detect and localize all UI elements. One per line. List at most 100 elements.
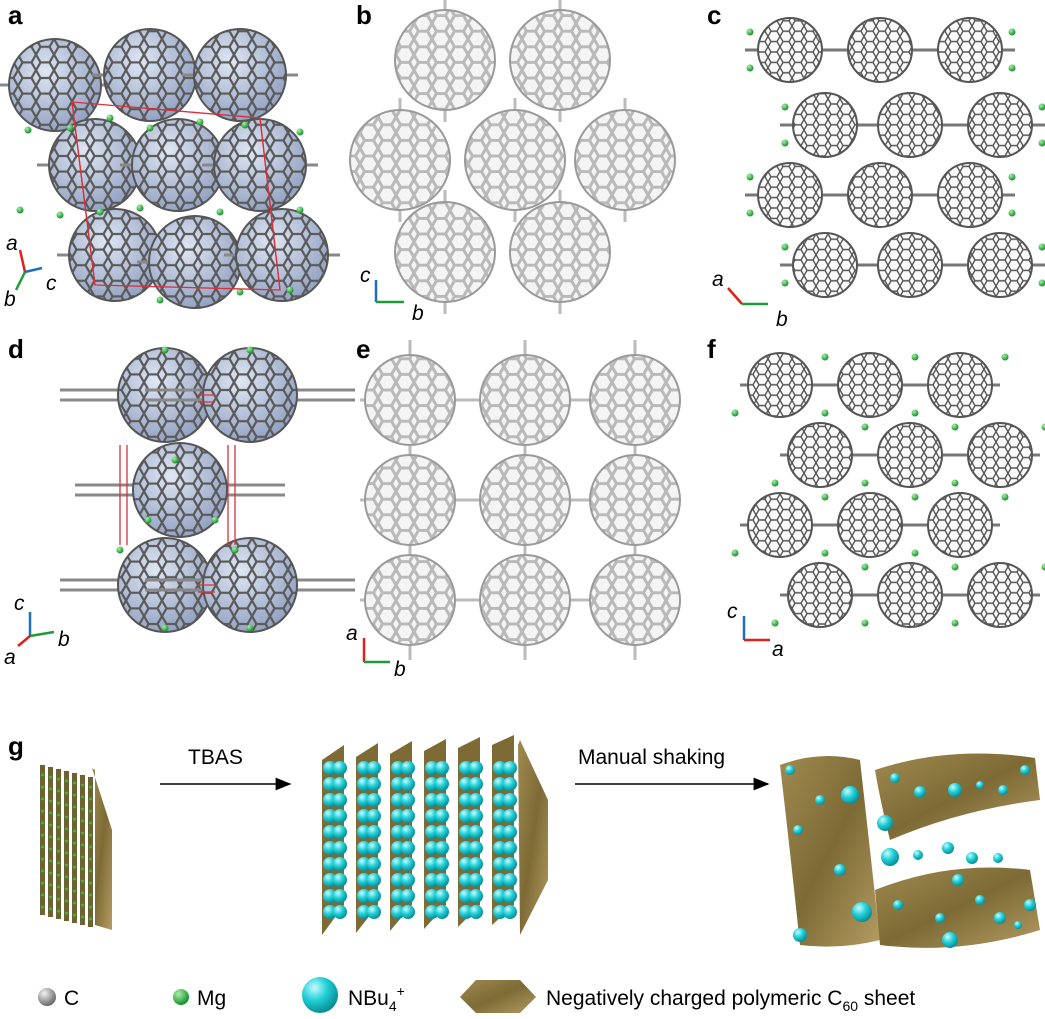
cation — [942, 932, 958, 948]
legend-sheet: Negatively charged polymeric C60 sheet — [546, 987, 915, 1014]
mg-ion — [65, 899, 68, 903]
cation — [503, 905, 517, 919]
mg-ion — [49, 907, 52, 911]
cation — [493, 761, 507, 775]
axis-label-a: a — [712, 268, 724, 291]
cation — [459, 873, 473, 887]
cation — [333, 841, 347, 855]
mg-ion — [89, 857, 92, 861]
cation — [948, 783, 962, 797]
mg-ion — [156, 296, 164, 304]
mg-ion — [41, 881, 44, 885]
mg-ion — [66, 124, 74, 132]
cation — [469, 761, 483, 775]
mg-ion — [65, 815, 68, 819]
mg-ion — [861, 423, 869, 431]
fullerene-molecule — [927, 492, 993, 558]
cation — [367, 873, 381, 887]
fullerene-molecule — [394, 201, 496, 303]
mg-ion — [41, 857, 44, 861]
c60-sheet — [80, 775, 85, 925]
mg-ion — [49, 775, 52, 779]
cation — [503, 841, 517, 855]
cation — [469, 873, 483, 887]
fullerene-molecule — [877, 232, 943, 298]
mg-ion — [951, 563, 959, 571]
fullerene-molecule — [8, 38, 102, 132]
cation — [975, 895, 985, 905]
cation — [493, 809, 507, 823]
fullerene-molecule — [877, 422, 943, 488]
cation — [357, 777, 371, 791]
fullerene-molecule — [747, 352, 813, 418]
cation — [333, 793, 347, 807]
cation — [503, 793, 517, 807]
mg-ion — [73, 865, 76, 869]
mg-ion — [81, 879, 84, 883]
mg-ion — [211, 516, 219, 524]
mg-ion — [73, 781, 76, 785]
mg-ion — [49, 883, 52, 887]
cation — [435, 841, 449, 855]
cation — [952, 874, 964, 886]
cation — [469, 777, 483, 791]
cation — [435, 809, 449, 823]
c60-sheet — [875, 867, 1040, 948]
fullerene-molecule — [847, 17, 913, 83]
axis-label-b: b — [776, 308, 788, 331]
mg-ion — [1001, 493, 1009, 501]
mg-ion — [89, 881, 92, 885]
axis-label-b: b — [4, 288, 16, 311]
mg-ion — [73, 805, 76, 809]
cation — [333, 777, 347, 791]
cation — [1024, 899, 1036, 911]
mg-ion — [41, 893, 44, 897]
fullerene-molecule — [132, 442, 228, 538]
cation — [493, 841, 507, 855]
cation — [357, 809, 371, 823]
c60-sheet — [518, 740, 548, 935]
mg-ion — [161, 346, 169, 354]
mg-ion — [81, 867, 84, 871]
fullerene-molecule — [117, 347, 213, 443]
cation — [469, 825, 483, 839]
fullerene-molecule — [479, 454, 571, 546]
panel-label-f: f — [707, 334, 716, 364]
mg-ion — [1038, 103, 1045, 111]
mg-ion — [821, 549, 829, 557]
fullerene-molecule — [937, 17, 1003, 83]
cation — [834, 864, 846, 876]
mg-ion — [161, 624, 169, 632]
cation — [357, 889, 371, 903]
fullerene-molecule — [927, 352, 993, 418]
axis-label-a: a — [346, 622, 358, 645]
mg-ion — [146, 124, 154, 132]
mg-ion — [41, 797, 44, 801]
unit-cell-d — [119, 394, 236, 593]
mg-ion — [81, 831, 84, 835]
mg-ion — [231, 546, 239, 554]
cation — [401, 841, 415, 855]
fullerene-molecule — [847, 162, 913, 228]
cation — [401, 889, 415, 903]
cation — [367, 809, 381, 823]
mg-ion — [246, 624, 254, 632]
mg-ion — [57, 873, 60, 877]
mg-ion — [49, 823, 52, 827]
cation — [459, 777, 473, 791]
cation — [401, 761, 415, 775]
fullerene-molecule — [589, 554, 681, 646]
cation — [435, 761, 449, 775]
cation — [367, 841, 381, 855]
mg-ion — [57, 825, 60, 829]
mg-ion — [241, 121, 249, 129]
cation — [459, 793, 473, 807]
cation — [425, 905, 439, 919]
mg-ion — [73, 853, 76, 857]
mg-ion — [81, 843, 84, 847]
cation — [401, 777, 415, 791]
fullerene-molecule — [193, 28, 287, 122]
mg-ion — [41, 845, 44, 849]
mg-ion — [89, 893, 92, 897]
mg-ion — [65, 863, 68, 867]
